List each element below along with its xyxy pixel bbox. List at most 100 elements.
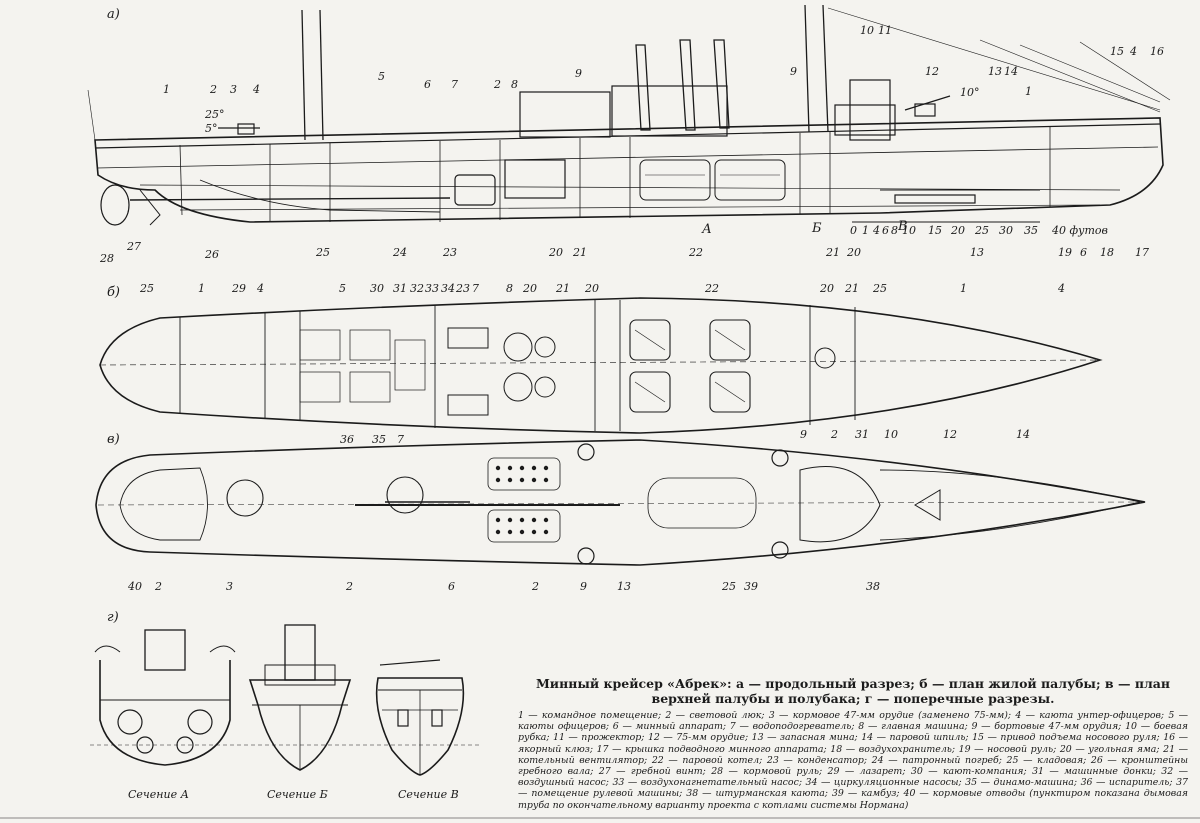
- upper-deck-plan: [95, 439, 1146, 566]
- scale-tick: 0: [850, 224, 857, 237]
- callout: 4: [1129, 45, 1137, 58]
- profile-bridge: [849, 79, 891, 141]
- cross-section-a: [94, 629, 236, 766]
- callout: 21: [825, 246, 840, 259]
- callout: 26: [204, 248, 219, 261]
- profile-deckhouse-1: [519, 91, 611, 138]
- section-mark-v: В: [897, 219, 908, 234]
- callout: 8: [511, 78, 518, 91]
- scale-tick: 15: [928, 224, 942, 237]
- callout: 20: [819, 282, 834, 295]
- callout: 4: [256, 282, 264, 295]
- callout: 2: [531, 580, 539, 593]
- profile-propeller: [100, 184, 130, 226]
- longitudinal-section: [87, 4, 1171, 226]
- callout: 33: [425, 282, 439, 295]
- profile-condenser: [454, 174, 496, 206]
- callout: 9: [800, 428, 807, 441]
- callout: 39: [744, 580, 758, 593]
- callout: 1: [1025, 85, 1032, 98]
- profile-shaft: [129, 197, 451, 201]
- callout: 7: [472, 282, 479, 295]
- scale-tick: 25: [974, 224, 989, 237]
- upper-deck-skylight-dots: [495, 465, 549, 535]
- profile-guns: [218, 95, 951, 135]
- profile-hull: [94, 117, 1164, 223]
- angle-mark-5: 5°: [205, 122, 218, 135]
- callout: 20: [584, 282, 599, 295]
- callout: 40: [127, 580, 142, 593]
- callout: 9: [580, 580, 587, 593]
- section-caption-b: Сечение Б: [267, 788, 328, 801]
- callout: 23: [455, 282, 470, 295]
- upper-deck-gun-mounts: [226, 476, 470, 517]
- callout: 25: [721, 580, 736, 593]
- profile-bulkheads: [179, 127, 1051, 222]
- callout: 27: [126, 240, 141, 253]
- callout: 17: [1135, 246, 1149, 259]
- part-label-a: а): [107, 7, 120, 22]
- scale-tick: 1: [862, 224, 869, 237]
- callout: 29: [231, 282, 246, 295]
- living-deck-boilers: [629, 319, 751, 413]
- callout: 18: [1100, 246, 1114, 259]
- callout: 1: [198, 282, 205, 295]
- callout: 35: [372, 433, 386, 446]
- part-label-g: г): [107, 610, 119, 625]
- callout: 21: [555, 282, 570, 295]
- callout: 4: [252, 83, 260, 96]
- callout: 5: [339, 282, 346, 295]
- callout: 19: [1058, 246, 1072, 259]
- callout: 7: [397, 433, 404, 446]
- callout: 32: [410, 282, 424, 295]
- scale-tick: 35: [1024, 224, 1038, 237]
- callout: 6: [448, 580, 455, 593]
- profile-funnels: [635, 39, 730, 131]
- callout: 31: [855, 428, 869, 441]
- callout: 22: [688, 246, 703, 259]
- callout: 25: [315, 246, 330, 259]
- callout: 12: [925, 65, 939, 78]
- angle-mark-25: 25°: [204, 108, 225, 121]
- profile-masts: [301, 4, 829, 141]
- section-caption-a: Сечение А: [128, 788, 189, 801]
- callout: 20: [846, 246, 861, 259]
- callout: 9: [575, 67, 582, 80]
- section-caption-v: Сечение В: [398, 788, 459, 801]
- scale-bar: 0 1 4 6 8 10 15 20 25 30 35 40 футов: [850, 221, 1108, 237]
- part-label-b: б): [107, 285, 121, 300]
- callout: 13: [617, 580, 631, 593]
- upper-deck-hull: [95, 439, 1146, 566]
- callout: 7: [451, 78, 458, 91]
- profile-rigging: [87, 7, 1171, 141]
- callout: 38: [866, 580, 880, 593]
- callout: 31: [393, 282, 407, 295]
- callout: 20: [522, 282, 537, 295]
- scale-tick: 8: [891, 224, 898, 237]
- callout: 9: [790, 65, 797, 78]
- callout: 1: [960, 282, 967, 295]
- callout: 10: [884, 428, 898, 441]
- living-deck-plan: [99, 297, 1103, 434]
- callout: 25: [139, 282, 154, 295]
- profile-main-engine: [504, 159, 566, 199]
- callout: 22: [704, 282, 719, 295]
- callout: 36: [340, 433, 354, 446]
- scale-tick: 4: [872, 224, 880, 237]
- callout: 34: [441, 282, 455, 295]
- figure-caption: Минный крейсер «Абрек»: а — продольный р…: [518, 676, 1188, 811]
- callout: 2: [830, 428, 838, 441]
- callout: 12: [943, 428, 957, 441]
- callouts-profile: 1 2 3 4 5 6 7 2 8 9 10 11 9 12 13 14 1 1…: [99, 24, 1164, 265]
- callout: 10: [860, 24, 874, 37]
- profile-deckhouse-2: [611, 85, 728, 137]
- section-mark-a: А: [701, 222, 712, 237]
- caption-legend: 1 — командное помещение; 2 — световой лю…: [518, 710, 1188, 811]
- callout: 20: [548, 246, 563, 259]
- callout: 13: [970, 246, 984, 259]
- callout: 6: [424, 78, 431, 91]
- callout: 16: [1150, 45, 1164, 58]
- cross-section-v: [375, 659, 465, 776]
- callout: 11: [878, 24, 892, 37]
